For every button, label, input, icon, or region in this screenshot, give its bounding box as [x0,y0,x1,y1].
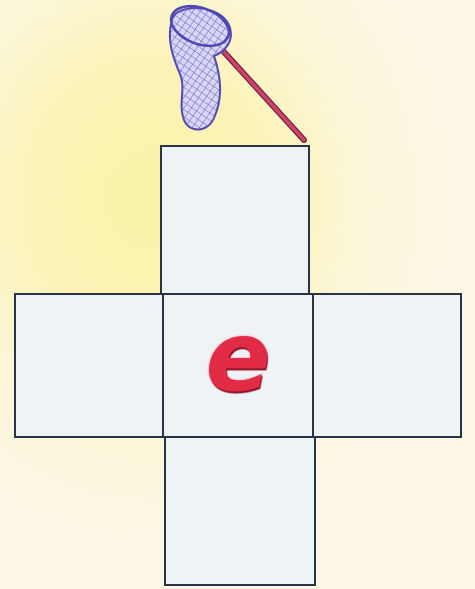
center-letter: e [164,295,312,436]
grid-cell-center: e [162,293,314,438]
butterfly-net-icon [164,0,314,150]
grid-cell-right [312,293,462,438]
grid-cell-left [14,293,164,438]
grid-cell-bottom [164,436,316,586]
grid-cell-top [160,145,310,295]
